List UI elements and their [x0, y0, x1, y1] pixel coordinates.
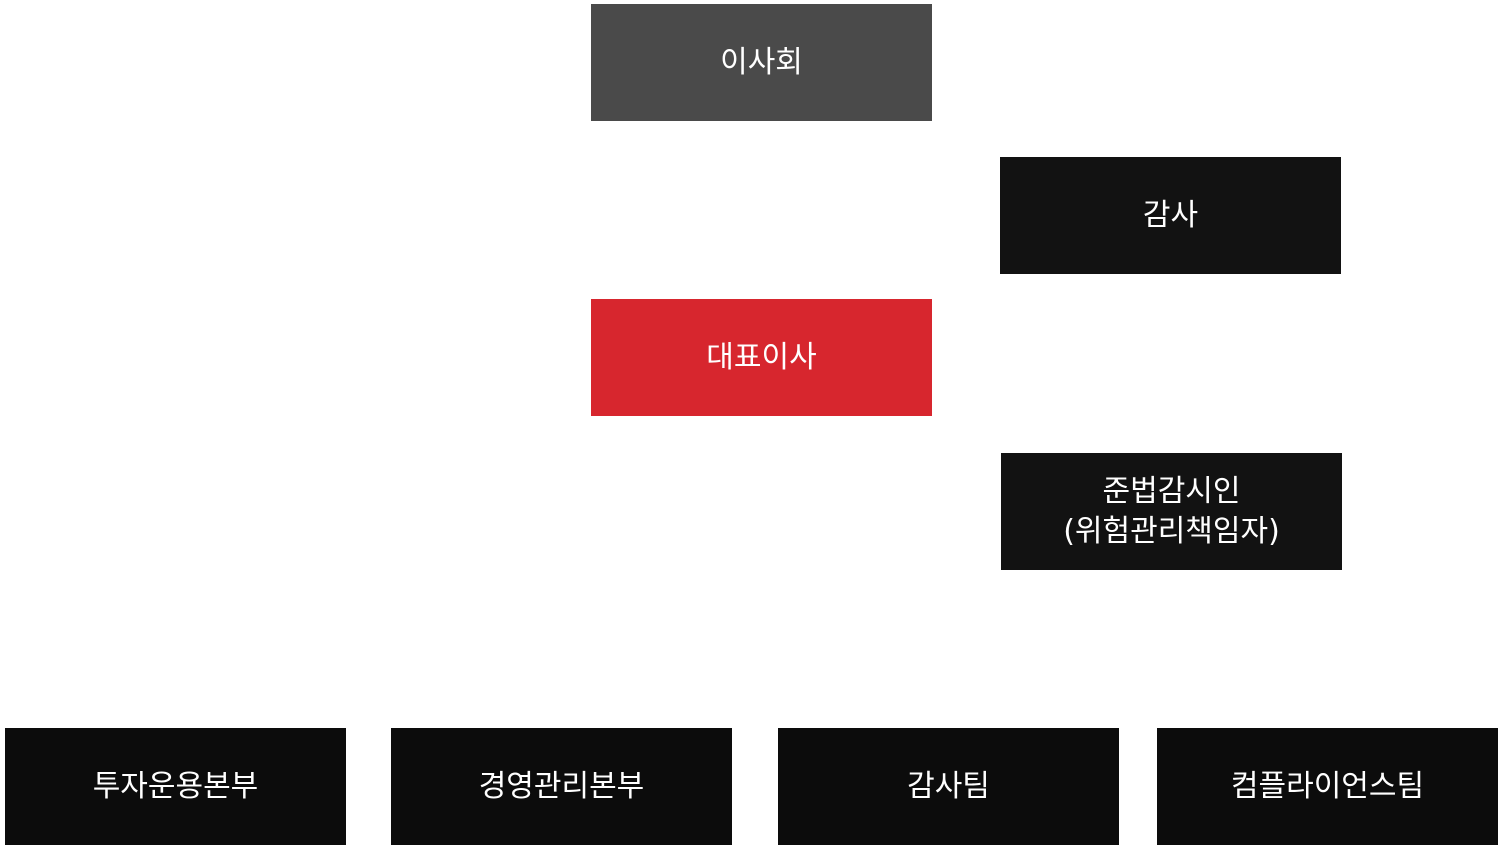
department-label: 투자운용본부 — [92, 768, 259, 804]
compliance-officer-label: 준법감시인 — [1102, 473, 1241, 509]
auditor-node: 감사 — [1000, 157, 1341, 274]
department-node-audit-team: 감사팀 — [778, 728, 1119, 845]
ceo-label: 대표이사 — [706, 339, 817, 375]
department-node-management: 경영관리본부 — [391, 728, 732, 845]
department-label: 컴플라이언스팀 — [1230, 768, 1425, 804]
compliance-officer-sublabel: (위험관리책임자) — [1063, 513, 1280, 549]
department-label: 경영관리본부 — [478, 768, 645, 804]
department-label: 감사팀 — [907, 768, 990, 804]
auditor-label: 감사 — [1142, 197, 1199, 233]
department-node-investment: 투자운용본부 — [5, 728, 346, 845]
compliance-officer-node: 준법감시인 (위험관리책임자) — [1001, 453, 1342, 570]
board-node: 이사회 — [591, 4, 932, 121]
department-node-compliance-team: 컴플라이언스팀 — [1157, 728, 1498, 845]
board-label: 이사회 — [720, 44, 803, 80]
ceo-node: 대표이사 — [591, 299, 932, 416]
